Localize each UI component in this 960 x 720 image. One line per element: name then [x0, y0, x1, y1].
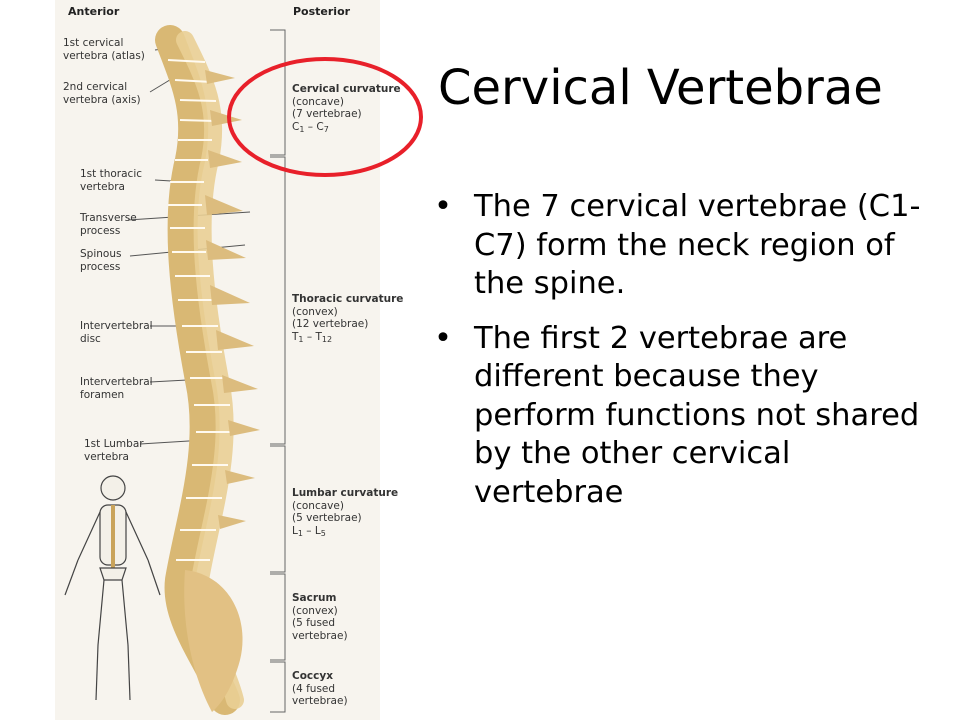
label-coccyx: Coccyx (4 fused vertebrae) [292, 670, 348, 707]
bullet-list: • The 7 cervical vertebrae (C1-C7) form … [430, 188, 930, 528]
bullet-icon: • [434, 320, 452, 356]
right-brackets [270, 29, 286, 713]
label-cervical-curvature: Cervical curvature (concave) (7 vertebra… [292, 83, 401, 134]
highlight-ellipse [227, 57, 423, 177]
bullet-text: The first 2 vertebrae are different beca… [474, 320, 920, 510]
label-thoracic-curvature: Thoracic curvature (convex) (12 vertebra… [292, 293, 404, 344]
bullet-item: • The 7 cervical vertebrae (C1-C7) form … [430, 188, 930, 304]
label-sacrum: Sacrum (convex) (5 fused vertebrae) [292, 592, 348, 642]
mini-skeleton [64, 475, 161, 701]
slide-title: Cervical Vertebrae [438, 60, 883, 116]
vertebral-column [155, 25, 260, 715]
bullet-icon: • [434, 189, 452, 224]
anterior-heading: Anterior [68, 5, 120, 18]
posterior-heading: Posterior [293, 5, 351, 18]
bullet-item: • The first 2 vertebrae are different be… [430, 320, 930, 513]
bullet-text: The 7 cervical vertebrae (C1-C7) form th… [474, 189, 921, 301]
label-lumbar-curvature: Lumbar curvature (concave) (5 vertebrae)… [292, 487, 399, 538]
